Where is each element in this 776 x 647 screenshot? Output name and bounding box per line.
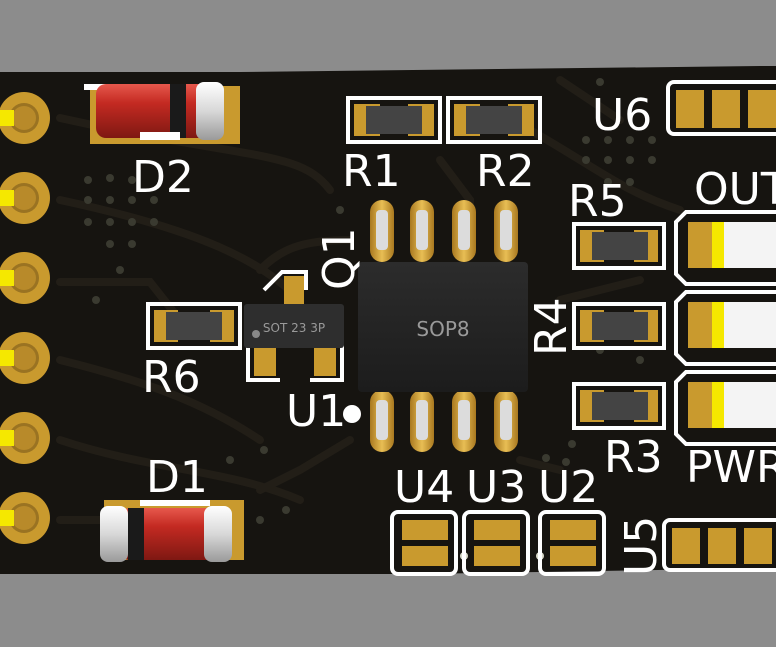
label-u1: U1 xyxy=(286,386,346,437)
led-pwr xyxy=(674,370,776,446)
label-u3: U3 xyxy=(466,462,526,513)
label-r6: R6 xyxy=(142,352,201,403)
label-r5: R5 xyxy=(568,176,627,227)
component-u2 xyxy=(538,510,606,576)
header-pin-1 xyxy=(0,92,50,144)
header-pin-4 xyxy=(0,332,50,384)
header-pins xyxy=(0,92,50,544)
via-field xyxy=(84,78,656,524)
label-out: OUT xyxy=(694,164,776,215)
label-u4: U4 xyxy=(394,462,454,513)
label-d1: D1 xyxy=(146,452,208,503)
resistor-r5 xyxy=(572,222,666,270)
pin1-marker xyxy=(343,405,361,423)
resistor-r1 xyxy=(346,96,442,144)
diode-d1 xyxy=(100,500,244,562)
label-d2: D2 xyxy=(132,152,194,203)
header-pin-6 xyxy=(0,492,50,544)
label-pwr: PWR xyxy=(686,442,776,493)
led-out-1 xyxy=(674,210,776,286)
transistor-marking: SOT 23 3P xyxy=(263,321,325,335)
ic-sop8-body xyxy=(358,262,528,392)
transistor-q1 xyxy=(244,270,344,382)
component-u3 xyxy=(462,510,530,576)
component-u5 xyxy=(662,518,776,572)
label-r3: R3 xyxy=(604,432,663,483)
header-pin-5 xyxy=(0,412,50,464)
component-u4 xyxy=(390,510,458,576)
resistor-r2 xyxy=(446,96,542,144)
header-pin-2 xyxy=(0,172,50,224)
header-pin-3 xyxy=(0,252,50,304)
led-out-2 xyxy=(674,290,776,366)
copper-traces xyxy=(56,76,684,524)
label-r4: R4 xyxy=(526,297,577,356)
resistor-r4 xyxy=(572,302,666,350)
resistor-r3 xyxy=(572,382,666,430)
diode-d2 xyxy=(84,82,240,144)
label-u2: U2 xyxy=(538,462,598,513)
label-q1: Q1 xyxy=(314,227,365,290)
resistor-r6 xyxy=(146,302,242,350)
ic-sop8-marking: SOP8 xyxy=(416,317,469,341)
label-r1: R1 xyxy=(342,146,401,197)
ic-sop8-pins xyxy=(370,200,518,452)
label-u5: U5 xyxy=(616,516,667,576)
label-u6: U6 xyxy=(592,90,652,141)
label-r2: R2 xyxy=(476,146,535,197)
component-u6 xyxy=(666,80,776,136)
